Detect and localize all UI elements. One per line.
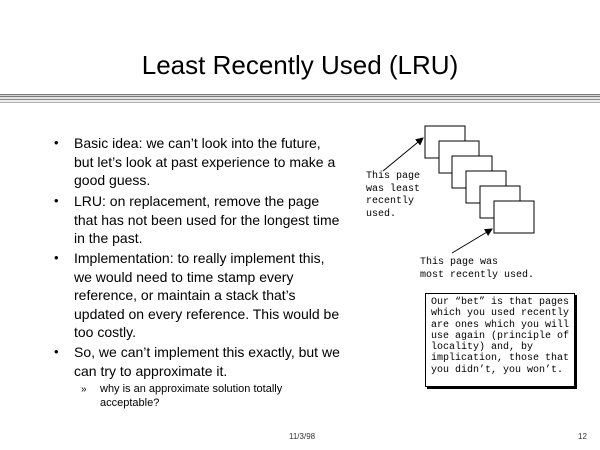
bullet-lru-definition: LRU: on replacement, remove the page tha… [74, 193, 340, 246]
least-recent-arrow [382, 137, 424, 172]
bullet-approximate: So, we can’t implement this exactly, but… [74, 344, 340, 379]
slide-number: 12 [578, 432, 587, 441]
bullet-list: • Basic idea: we can’t look into the fut… [54, 135, 340, 409]
sub-bullet-question: why is an approximate solution totally a… [100, 383, 283, 409]
bullet-marker: • [54, 135, 59, 150]
least-recently-used-label: This page was least recently used. [366, 171, 421, 220]
locality-note-box: Our “bet” is that pages which you used r… [425, 293, 575, 387]
slide-title: Least Recently Used (LRU) [141, 50, 459, 80]
most-recently-used-label: This page was most recently used. [420, 257, 535, 281]
bullet-implementation: Implementation: to really implement this… [74, 250, 340, 340]
bullet-marker: • [54, 250, 59, 265]
bullet-marker: • [54, 193, 59, 208]
most-recent-arrow [451, 228, 493, 254]
title-rule [0, 94, 600, 104]
bullet-marker: • [54, 344, 59, 359]
bullet-basic-idea: Basic idea: we can’t look into the futur… [74, 135, 336, 188]
footer-date: 11/3/98 [289, 432, 316, 441]
page-box [493, 200, 535, 234]
sub-bullet-marker: » [81, 384, 87, 395]
